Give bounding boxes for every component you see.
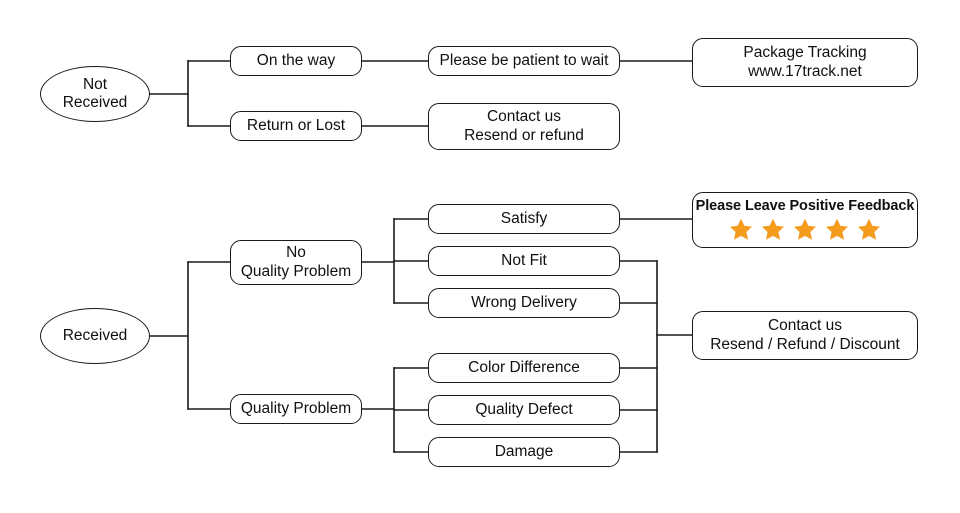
node-received-label: Received <box>62 326 128 344</box>
node-color-difference-label: Color Difference <box>468 358 580 376</box>
node-contact-resend-refund-discount[interactable]: Contact us Resend / Refund / Discount <box>692 311 918 360</box>
star-icon[interactable] <box>824 217 850 242</box>
node-quality-problem[interactable]: Quality Problem <box>230 394 362 424</box>
node-contact-resend-refund-discount-line1: Contact us <box>767 317 843 335</box>
node-no-quality-problem-line2: Quality Problem <box>240 262 352 280</box>
node-contact-resend-refund-line2: Resend or refund <box>464 126 584 144</box>
node-satisfy[interactable]: Satisfy <box>428 204 620 234</box>
node-on-the-way[interactable]: On the way <box>230 46 362 76</box>
node-damage[interactable]: Damage <box>428 437 620 467</box>
node-on-the-way-label: On the way <box>256 51 336 69</box>
node-no-quality-problem[interactable]: No Quality Problem <box>230 240 362 285</box>
node-please-be-patient-label: Please be patient to wait <box>439 51 609 69</box>
node-quality-defect-label: Quality Defect <box>475 400 573 418</box>
node-quality-defect[interactable]: Quality Defect <box>428 395 620 425</box>
node-not-received-line1: Not <box>82 75 108 93</box>
star-icon[interactable] <box>792 217 818 242</box>
node-satisfy-label: Satisfy <box>500 209 548 227</box>
node-not-fit-label: Not Fit <box>501 251 547 269</box>
node-not-received[interactable]: Not Received <box>40 66 150 122</box>
node-received[interactable]: Received <box>40 308 150 364</box>
node-return-or-lost[interactable]: Return or Lost <box>230 111 362 141</box>
node-return-or-lost-label: Return or Lost <box>246 116 346 134</box>
node-no-quality-problem-line1: No <box>286 244 306 262</box>
node-please-be-patient[interactable]: Please be patient to wait <box>428 46 620 76</box>
node-positive-feedback-title: Please Leave Positive Feedback <box>695 198 915 214</box>
star-icon[interactable] <box>728 217 754 242</box>
node-package-tracking[interactable]: Package Tracking www.17track.net <box>692 38 918 87</box>
star-icon[interactable] <box>856 217 882 242</box>
node-color-difference[interactable]: Color Difference <box>428 353 620 383</box>
node-contact-resend-refund[interactable]: Contact us Resend or refund <box>428 103 620 150</box>
node-package-tracking-line2: www.17track.net <box>748 62 862 80</box>
node-damage-label: Damage <box>494 442 554 460</box>
node-not-fit[interactable]: Not Fit <box>428 246 620 276</box>
node-wrong-delivery[interactable]: Wrong Delivery <box>428 288 620 318</box>
star-icon[interactable] <box>760 217 786 242</box>
node-not-received-line2: Received <box>62 94 128 111</box>
node-contact-resend-refund-line1: Contact us <box>486 108 562 126</box>
star-rating[interactable] <box>728 217 882 242</box>
node-quality-problem-label: Quality Problem <box>240 399 352 417</box>
node-positive-feedback[interactable]: Please Leave Positive Feedback <box>692 192 918 248</box>
node-package-tracking-line1: Package Tracking <box>743 44 867 62</box>
node-wrong-delivery-label: Wrong Delivery <box>471 293 577 311</box>
node-contact-resend-refund-discount-line2: Resend / Refund / Discount <box>710 335 900 353</box>
